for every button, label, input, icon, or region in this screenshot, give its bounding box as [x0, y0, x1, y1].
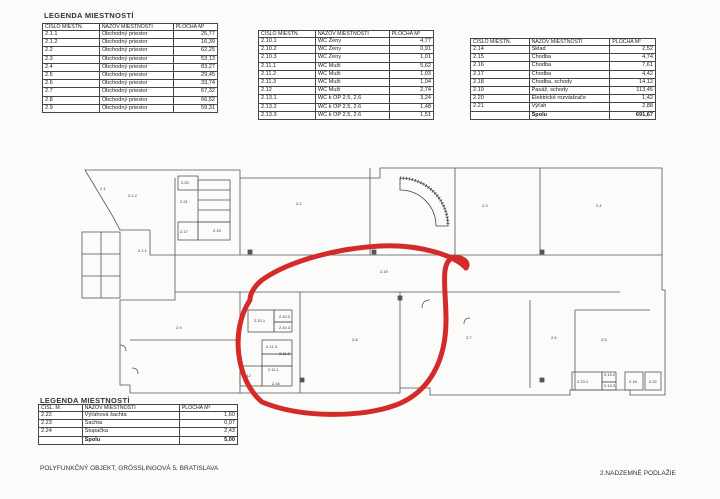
room-label: 2.1.2 [128, 193, 138, 198]
room-name: Výťahová šachta [81, 410, 180, 421]
room-label: 2.10.1 [254, 318, 266, 323]
room-label: 2.11.2 [279, 351, 291, 356]
room-number: 2.24 [38, 427, 83, 437]
room-area: 0,97 [178, 419, 239, 429]
legend-table-shops: ČÍSLO MIESTN. NÁZOV MIESTNOSTI PLOCHA M²… [42, 23, 219, 114]
room-area: 1,51 [388, 110, 435, 121]
sum-value: 691,67 [609, 110, 656, 120]
col-header-name: NÁZOV MIESTNOSTI [81, 404, 180, 412]
sum-label: Spolu [81, 435, 180, 445]
sum-label: Spolu [528, 110, 611, 120]
room-name: Šachta [81, 419, 180, 429]
room-label: 2.13.3 [604, 383, 616, 388]
room-label: 2.20 [181, 180, 190, 185]
room-label: 2.13.1 [577, 379, 589, 384]
col-header-number: ČÍSL. M. [38, 404, 83, 412]
room-area: 1,60 [178, 410, 239, 421]
room-labels: 2.1.2 2.1.1 2.20 2.21 2.17 2.15 2.2 2.3 … [100, 180, 658, 388]
room-label: 2.22 [649, 379, 658, 384]
red-highlight-outline [235, 243, 470, 417]
room-name: Elektrické rozvádzače [528, 94, 611, 104]
room-label: 2.13.2 [604, 372, 616, 377]
room-number: 2.22 [38, 410, 83, 421]
room-label: 2.1.1 [138, 248, 148, 253]
room-label: 2.11.1 [268, 367, 280, 372]
project-title: POLYFUNKČNÝ OBJEKT, GRÖSSLINGOVÁ 5, BRAT… [40, 465, 219, 472]
room-label: 2.21 [180, 199, 189, 204]
room-label: 2.2 [296, 201, 302, 206]
room-label: 2.15 [213, 228, 222, 233]
room-label: 2.9 [176, 325, 182, 330]
room-label: 2.8 [352, 337, 358, 342]
legend-title-bottom: LEGENDA MIESTNOSTÍ [40, 396, 130, 405]
room-label: 2.10.3 [279, 325, 291, 330]
room-number: 2.23 [38, 419, 83, 429]
col-header-area: PLOCHA M² [178, 404, 239, 412]
legend-table-corridors: ČÍSLO MIESTN. NÁZOV MIESTNOSTI PLOCHA M²… [470, 38, 656, 120]
room-label: 2.3 [482, 203, 488, 208]
room-label: 2.18 [629, 379, 638, 384]
room-name: Chodba, schody [528, 77, 611, 88]
room-label: 2.11.3 [266, 344, 278, 349]
room-label: 2.10.2 [279, 314, 291, 319]
room-name: Stupačka [81, 427, 180, 437]
room-label: 2.6 [551, 335, 557, 340]
legend-table-shafts: ČÍSL. M. NÁZOV MIESTNOSTI PLOCHA M² 2.22… [38, 404, 239, 445]
room-label: 2.19 [380, 269, 389, 274]
room-area: 59,31 [172, 103, 219, 114]
sum-value: 5,00 [178, 435, 239, 445]
room-label: 2.5 [601, 337, 607, 342]
legend-title: LEGENDA MIESTNOSTÍ [44, 11, 134, 20]
room-label: 2.12 [243, 373, 252, 378]
room-area: 2,43 [178, 427, 239, 437]
room-label: 2.7 [466, 335, 472, 340]
room-label: 2.4 [596, 203, 602, 208]
floor-name: 2.NADZEMNÉ PODLAŽIE [600, 470, 676, 477]
room-label: 2.16 [272, 381, 281, 386]
legend-table-wc: ČÍSLO MIESTN. NÁZOV MIESTNOSTI PLOCHA M²… [258, 30, 435, 121]
room-label: 2.1 [100, 186, 106, 191]
room-label: 2.17 [180, 229, 189, 234]
